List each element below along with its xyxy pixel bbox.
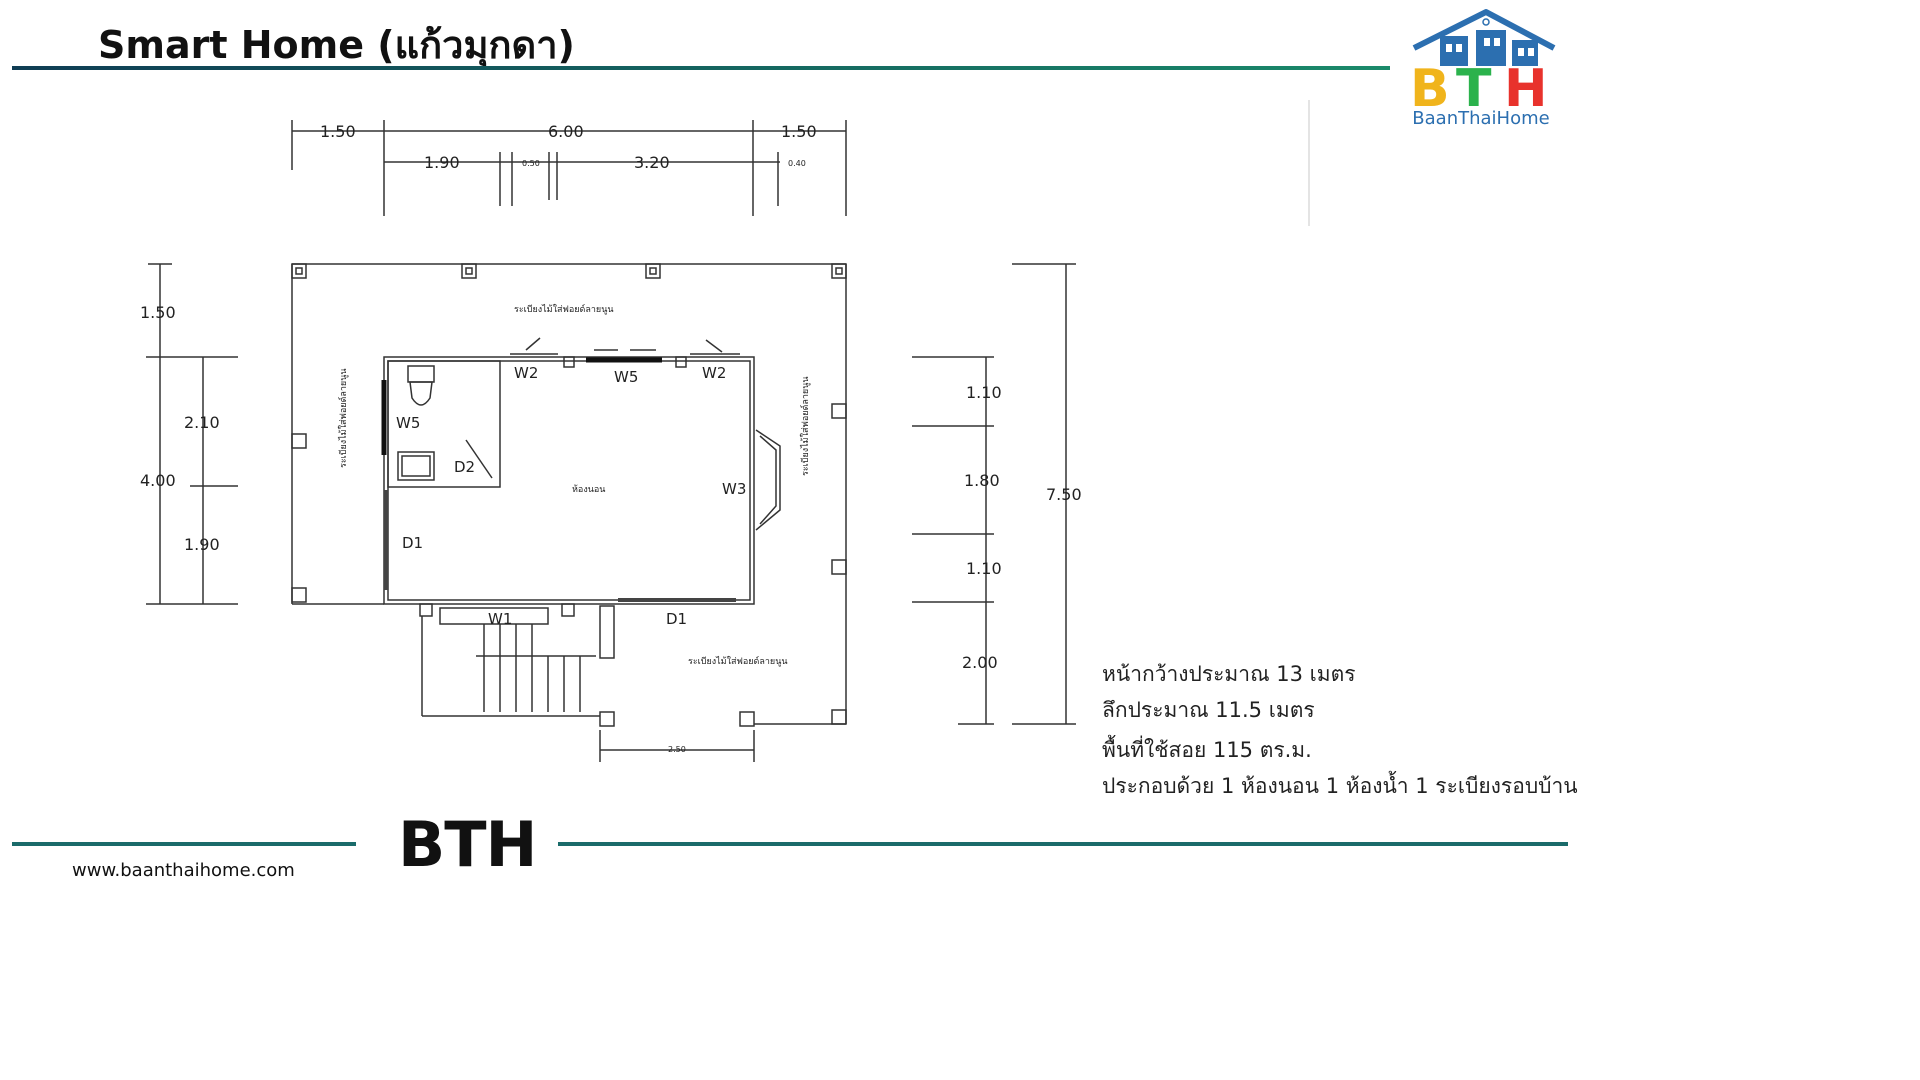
- baanthaihome-logo[interactable]: B T H: [1404, 6, 1558, 132]
- dim-top-3: 1.50: [781, 122, 817, 141]
- dim-top2-2: 0.50: [522, 159, 540, 168]
- label-d2: D2: [454, 458, 475, 476]
- room-bedroom: ห้องนอน: [572, 484, 605, 495]
- vertical-divider: [1308, 100, 1310, 226]
- desc-rooms: ประกอบด้วย 1 ห้องนอน 1 ห้องน้ำ 1 ระเบียง…: [1102, 774, 1578, 798]
- dim-right-3: 1.10: [966, 559, 1002, 578]
- room-terrace-bottom: ระเบียงไม้ใส่ฟอยด์ลายนูน: [688, 655, 788, 667]
- label-w5-top: W5: [614, 368, 638, 386]
- room-terrace-top: ระเบียงไม้ใส่ฟอยด์ลายนูน: [514, 303, 614, 315]
- desc-width: หน้ากว้างประมาณ 13 เมตร: [1102, 662, 1356, 686]
- desc-area: พื้นที่ใช้สอย 115 ตร.ม.: [1102, 738, 1312, 762]
- dim-left-2: 4.00: [140, 471, 176, 490]
- logo-letter-h: H: [1504, 59, 1548, 119]
- footer-divider-left: [12, 842, 356, 846]
- dim-top-1: 1.50: [320, 122, 356, 141]
- footer-divider-right: [558, 842, 1568, 846]
- dim-right-1: 1.10: [966, 383, 1002, 402]
- dim-top-2: 6.00: [548, 122, 584, 141]
- logo-name: BaanThaiHome: [1412, 108, 1550, 129]
- label-w2-right: W2: [702, 364, 726, 382]
- label-d1-bottom: D1: [666, 610, 687, 628]
- label-d1-left: D1: [402, 534, 423, 552]
- dim-right-total: 7.50: [1046, 485, 1082, 504]
- label-w5-left: W5: [396, 414, 420, 432]
- room-terrace-right: ระเบียงไม้ใส่ฟอยด์ลายนูน: [799, 376, 811, 476]
- header-divider: [12, 66, 1390, 70]
- logo-letter-b: B: [1410, 59, 1450, 119]
- website-link[interactable]: www.baanthaihome.com: [72, 860, 295, 881]
- dim-left-1: 1.50: [140, 303, 176, 322]
- dim-left-4: 1.90: [184, 535, 220, 554]
- footer-brand: BTH: [398, 808, 537, 881]
- dim-bottom: 2.50: [668, 745, 686, 754]
- dim-top2-1: 1.90: [424, 153, 460, 172]
- desc-depth: ลึกประมาณ 11.5 เมตร: [1102, 698, 1315, 722]
- house-logo-icon: B T H: [1410, 9, 1556, 119]
- label-w1: W1: [488, 610, 512, 628]
- dim-right-2: 1.80: [964, 471, 1000, 490]
- label-w3: W3: [722, 480, 746, 498]
- floor-plan: 1.50 6.00 1.50 1.90 0.50 3.20 0.40 1.50 …: [140, 120, 1082, 762]
- logo-letter-t: T: [1456, 59, 1492, 119]
- dim-top2-3: 3.20: [634, 153, 670, 172]
- dim-right-4: 2.00: [962, 653, 998, 672]
- dim-top2-4: 0.40: [788, 159, 806, 168]
- room-terrace-left: ระเบียงไม้ใส่ฟอยด์ลายนูน: [337, 368, 349, 468]
- label-w2-left: W2: [514, 364, 538, 382]
- dim-left-3: 2.10: [184, 413, 220, 432]
- page-title: Smart Home (แก้วมุกดา): [98, 23, 575, 67]
